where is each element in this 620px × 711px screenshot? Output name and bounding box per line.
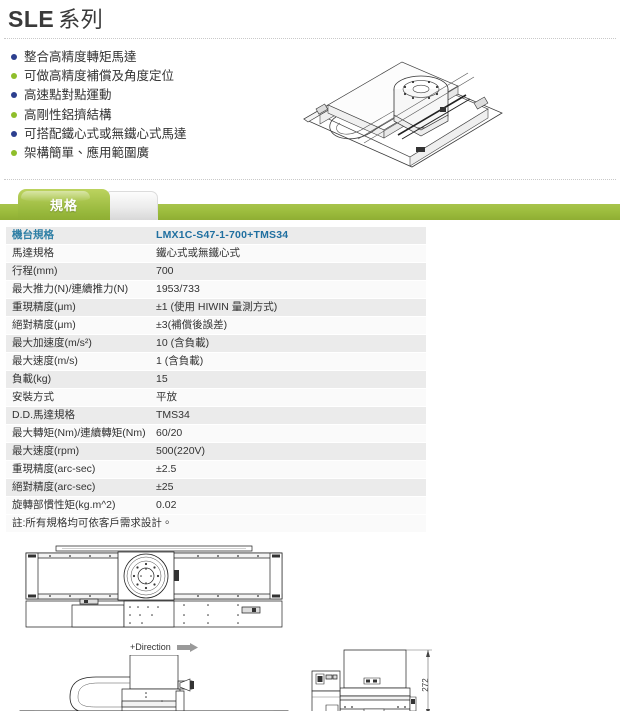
direction-indicator: +Direction bbox=[130, 642, 199, 653]
table-row: 重現精度(arc-sec)±2.5 bbox=[6, 460, 426, 479]
spec-key: 行程(mm) bbox=[6, 262, 150, 281]
spec-value: 1 (含負載) bbox=[150, 352, 426, 371]
feature-item: 可做高精度補償及角度定位 bbox=[10, 67, 620, 86]
spec-key: 機台規格 bbox=[6, 227, 150, 245]
feature-item: 高速點對點運動 bbox=[10, 86, 620, 105]
end-view-svg: 272 377.5 bbox=[300, 645, 450, 711]
bullet-icon bbox=[11, 73, 17, 80]
tab-specifications[interactable]: 規格 bbox=[18, 189, 110, 220]
top-view-svg bbox=[18, 545, 290, 645]
spec-value: 700 bbox=[150, 262, 426, 281]
bullet-icon bbox=[11, 111, 17, 118]
table-row: 絕對精度(μm)±3(補償後誤差) bbox=[6, 316, 426, 335]
table-row-note: 註:所有規格均可依客戶需求設計。 bbox=[6, 514, 426, 533]
tab-specifications-label: 規格 bbox=[49, 198, 78, 213]
spec-key: 重現精度(μm) bbox=[6, 298, 150, 317]
feature-label: 可做高精度補償及角度定位 bbox=[24, 69, 175, 84]
divider-middle bbox=[4, 179, 616, 180]
spec-key: 最大速度(rpm) bbox=[6, 442, 150, 461]
table-row: 旋轉部慣性矩(kg.m^2)0.02 bbox=[6, 496, 426, 515]
feature-label: 高速點對點運動 bbox=[24, 88, 112, 103]
spec-key: 負載(kg) bbox=[6, 370, 150, 389]
drawing-side-view: 1145 bbox=[18, 655, 290, 711]
table-row: 重現精度(μm)±1 (使用 HIWIN 量測方式) bbox=[6, 298, 426, 317]
spec-key: 最大加速度(m/s²) bbox=[6, 334, 150, 353]
spec-value: 15 bbox=[150, 370, 426, 389]
feature-item: 高剛性鋁擠結構 bbox=[10, 106, 620, 125]
tab-strip: 規格 bbox=[0, 189, 620, 221]
spec-value: 0.02 bbox=[150, 496, 426, 515]
spec-value: ±2.5 bbox=[150, 460, 426, 479]
bullet-icon bbox=[11, 150, 17, 157]
feature-item: 整合高精度轉矩馬達 bbox=[10, 48, 620, 67]
spec-value: 平放 bbox=[150, 388, 426, 407]
feature-label: 高剛性鋁擠結構 bbox=[24, 107, 112, 122]
feature-item: 可搭配鐵心式或無鐵心式馬達 bbox=[10, 125, 620, 144]
table-row: 最大速度(m/s)1 (含負載) bbox=[6, 352, 426, 371]
bullet-icon bbox=[11, 92, 17, 99]
bullet-icon bbox=[11, 54, 17, 60]
spec-value: ±25 bbox=[150, 478, 426, 497]
feature-item: 架構簡單、應用範圍廣 bbox=[10, 144, 620, 163]
drawing-top-view bbox=[18, 545, 290, 645]
divider-top bbox=[4, 38, 616, 39]
spec-value: 1953/733 bbox=[150, 280, 426, 299]
spec-value: ±3(補償後誤差) bbox=[150, 316, 426, 335]
feature-list: 整合高精度轉矩馬達可做高精度補償及角度定位高速點對點運動高剛性鋁擠結構可搭配鐵心… bbox=[0, 48, 620, 163]
feature-label: 架構簡單、應用範圍廣 bbox=[24, 146, 150, 161]
spec-value: 500(220V) bbox=[150, 442, 426, 461]
product-illustration-svg bbox=[303, 61, 503, 168]
spec-key: D.D.馬達規格 bbox=[6, 406, 150, 425]
spec-key: 絕對精度(μm) bbox=[6, 316, 150, 335]
page-title-series: 系列 bbox=[58, 7, 104, 32]
spec-value: TMS34 bbox=[150, 406, 426, 425]
spec-value: ±1 (使用 HIWIN 量測方式) bbox=[150, 298, 426, 317]
tab-placeholder[interactable] bbox=[104, 191, 158, 220]
table-row: 絕對精度(arc-sec)±25 bbox=[6, 478, 426, 497]
feature-label: 整合高精度轉矩馬達 bbox=[24, 50, 137, 64]
spec-key: 最大推力(N)/連續推力(N) bbox=[6, 280, 150, 299]
bullet-icon bbox=[11, 130, 17, 137]
spec-key: 安裝方式 bbox=[6, 388, 150, 407]
spec-key: 旋轉部慣性矩(kg.m^2) bbox=[6, 496, 150, 515]
table-row: 最大轉矩(Nm)/連續轉矩(Nm)60/20 bbox=[6, 424, 426, 443]
table-row: 最大加速度(m/s²)10 (含負載) bbox=[6, 334, 426, 353]
table-row: 安裝方式平放 bbox=[6, 388, 426, 407]
spec-value: 10 (含負載) bbox=[150, 334, 426, 353]
dimension-height: 272 bbox=[421, 678, 430, 692]
spec-key: 絕對精度(arc-sec) bbox=[6, 478, 150, 497]
spec-key: 最大轉矩(Nm)/連續轉矩(Nm) bbox=[6, 424, 150, 443]
table-row: 行程(mm)700 bbox=[6, 262, 426, 281]
table-row: 馬達規格鐵心式或無鐵心式 bbox=[6, 244, 426, 263]
product-image bbox=[298, 43, 508, 173]
table-row: 負載(kg)15 bbox=[6, 370, 426, 389]
spec-note: 註:所有規格均可依客戶需求設計。 bbox=[6, 514, 426, 533]
spec-value: LMX1C-S47-1-700+TMS34 bbox=[150, 227, 426, 245]
spec-key: 最大速度(m/s) bbox=[6, 352, 150, 371]
intro-section: 整合高精度轉矩馬達可做高精度補償及角度定位高速點對點運動高剛性鋁擠結構可搭配鐵心… bbox=[0, 39, 620, 179]
spec-value: 鐵心式或無鐵心式 bbox=[150, 244, 426, 263]
technical-drawings: +Direction bbox=[0, 545, 620, 711]
spec-value: 60/20 bbox=[150, 424, 426, 443]
spec-key: 重現精度(arc-sec) bbox=[6, 460, 150, 479]
table-row: 最大速度(rpm)500(220V) bbox=[6, 442, 426, 461]
table-row: 最大推力(N)/連續推力(N)1953/733 bbox=[6, 280, 426, 299]
page-title-main: SLE bbox=[8, 6, 55, 32]
side-view-svg: 1145 bbox=[18, 655, 290, 711]
spec-key: 馬達規格 bbox=[6, 244, 150, 263]
direction-arrow-icon bbox=[177, 643, 199, 653]
direction-label: +Direction bbox=[130, 642, 171, 652]
feature-label: 可搭配鐵心式或無鐵心式馬達 bbox=[24, 126, 187, 141]
drawing-end-view: 272 377.5 bbox=[300, 645, 450, 711]
